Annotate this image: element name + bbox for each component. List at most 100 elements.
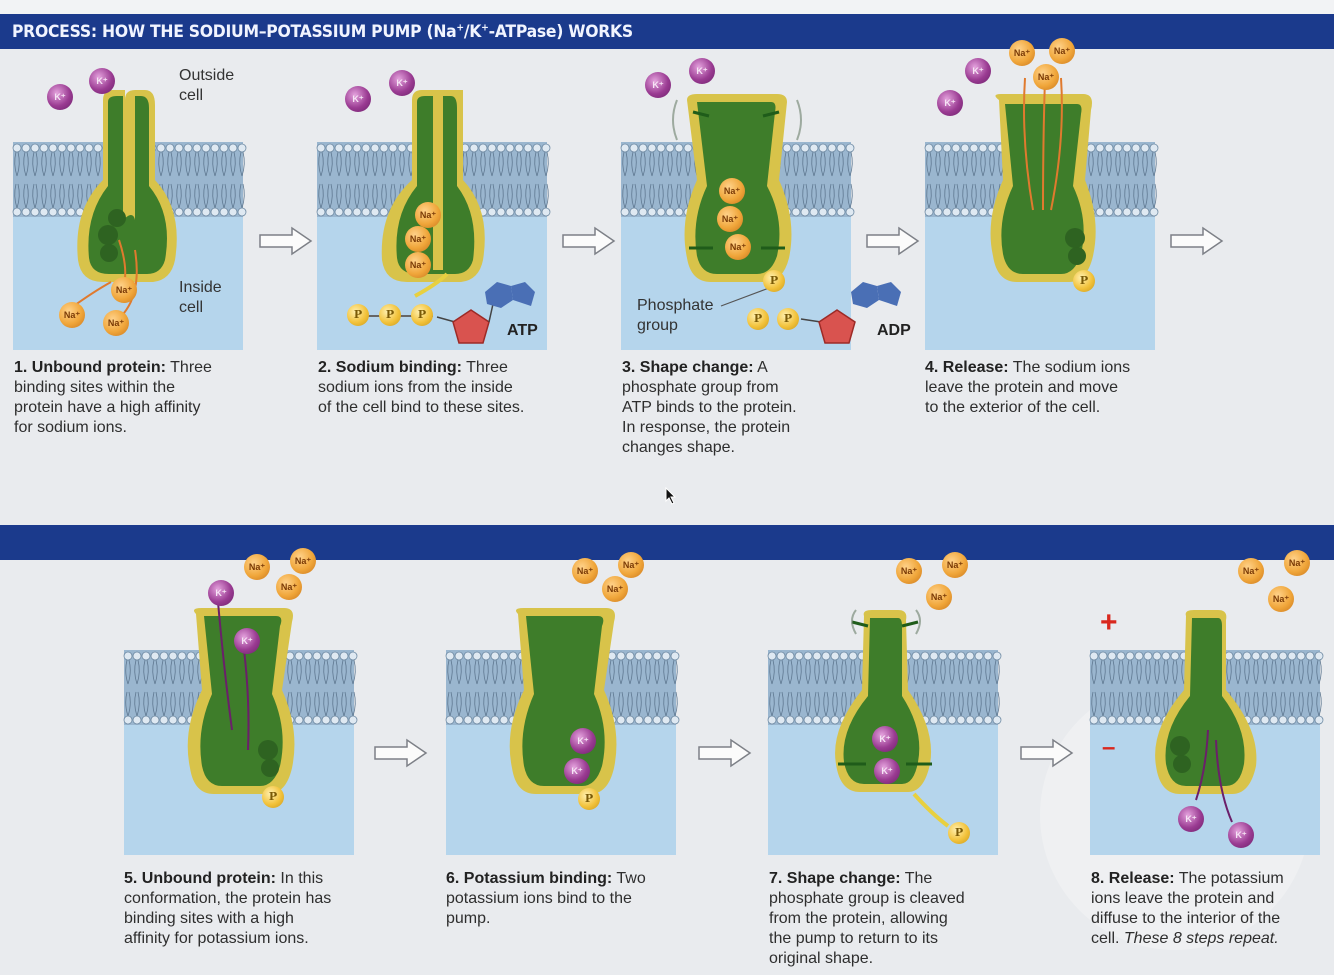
sodium-ion: Na⁺ — [1033, 64, 1059, 90]
sodium-ion: Na⁺ — [717, 206, 743, 232]
lipid-head — [960, 207, 970, 217]
step-arrow-icon — [866, 226, 920, 256]
lipid-head — [48, 207, 58, 217]
lipid-head — [929, 715, 939, 725]
lipid-head — [237, 207, 247, 217]
lipid-tail — [167, 151, 173, 209]
lipid-tail — [769, 659, 775, 717]
lipid-tail — [23, 151, 29, 209]
lipid-head — [1152, 715, 1162, 725]
step-1-illustration: Na⁺ Na⁺ Na⁺ K⁺ K⁺ Outside cell Inside ce… — [12, 60, 247, 350]
outside-label: Outside — [179, 67, 235, 84]
lipid-head — [321, 651, 331, 661]
lipid-head — [620, 143, 630, 153]
lipid-head — [625, 651, 635, 661]
lipid-head — [219, 207, 229, 217]
atp-label: ATP — [507, 322, 538, 339]
lipid-head — [785, 715, 795, 725]
lipid-head — [643, 651, 653, 661]
caption-line: cell. — [1091, 930, 1124, 947]
lipid-tail — [287, 659, 293, 717]
lipid-head — [66, 207, 76, 217]
lipid-tail — [1115, 151, 1121, 209]
lipid-head — [670, 715, 680, 725]
process-header-bar: PROCESS: HOW THE SODIUM–POTASSIUM PUMP (… — [0, 14, 1334, 49]
lipid-tail — [399, 151, 405, 209]
potassium-ion: K⁺ — [965, 58, 991, 84]
lipid-head — [316, 143, 326, 153]
step-3-membrane-svg — [620, 94, 855, 350]
lipid-head — [388, 143, 398, 153]
lipid-head — [969, 207, 979, 217]
sodium-ion: Na⁺ — [1238, 558, 1264, 584]
lipid-head — [974, 651, 984, 661]
lipid-head — [1086, 143, 1096, 153]
lipid-head — [174, 207, 184, 217]
lipid-tail — [823, 659, 829, 717]
lipid-head — [965, 651, 975, 661]
lipid-tail — [1289, 659, 1295, 717]
lipid-tail — [622, 151, 628, 209]
step-5-caption: 5. Unbound protein: In this conformation… — [124, 869, 331, 949]
lipid-head — [330, 715, 340, 725]
sodium-ion: Na⁺ — [59, 302, 85, 328]
lipid-tail — [230, 151, 236, 209]
lipid-tail — [465, 659, 471, 717]
lipid-head — [629, 143, 639, 153]
lipid-head — [445, 715, 455, 725]
lipid-tail — [802, 151, 808, 209]
step-6-membrane-svg — [445, 608, 680, 855]
lipid-tail — [1316, 659, 1322, 717]
lipid-tail — [976, 659, 982, 717]
lipid-tail — [525, 151, 531, 209]
step-6-caption: 6. Potassium binding: Two potassium ions… — [446, 869, 646, 929]
lipid-tail — [926, 151, 932, 209]
lipid-head — [532, 143, 542, 153]
lipid-tail — [510, 659, 516, 717]
lipid-head — [303, 651, 313, 661]
caption-line: original shape. — [769, 950, 874, 967]
lipid-head — [1140, 143, 1150, 153]
lipid-tail — [480, 151, 486, 209]
sodium-ion: Na⁺ — [111, 277, 137, 303]
lipid-head — [339, 715, 349, 725]
lipid-head — [1287, 651, 1297, 661]
lipid-tail — [498, 151, 504, 209]
lipid-head — [150, 651, 160, 661]
lipid-tail — [372, 151, 378, 209]
lipid-tail — [1280, 659, 1286, 717]
lipid-head — [656, 143, 666, 153]
lipid-head — [201, 143, 211, 153]
step-2-caption: 2. Sodium binding: Three sodium ions fro… — [318, 358, 524, 418]
lipid-tail — [640, 151, 646, 209]
lipid-tail — [778, 659, 784, 717]
lipid-head — [983, 715, 993, 725]
lipid-tail — [534, 151, 540, 209]
lipid-head — [1134, 715, 1144, 725]
lipid-head — [339, 651, 349, 661]
potassium-ion: K⁺ — [872, 726, 898, 752]
outside-cell-label: cell — [179, 87, 204, 104]
lipid-head — [1269, 715, 1279, 725]
lipid-head — [84, 143, 94, 153]
lipid-head — [487, 143, 497, 153]
lipid-head — [956, 651, 966, 661]
inside-cell-label: cell — [179, 299, 204, 316]
caption-line: protein have a high affinity — [14, 399, 201, 416]
lipid-head — [30, 207, 40, 217]
lipid-head — [1296, 715, 1306, 725]
caption-line: from the protein, allowing — [769, 910, 948, 927]
lipid-tail — [967, 659, 973, 717]
caption-line: potassium ions bind to the — [446, 890, 632, 907]
lipid-tail — [1151, 151, 1157, 209]
lipid-head — [1131, 207, 1141, 217]
lipid-head — [472, 651, 482, 661]
lipid-head — [463, 651, 473, 661]
lipid-tail — [787, 659, 793, 717]
phosphate-group-label: Phosphate — [637, 297, 714, 314]
lipid-tail — [1154, 659, 1160, 717]
lipid-head — [123, 651, 133, 661]
phosphate-ion: P — [411, 304, 433, 326]
lipid-tail — [980, 151, 986, 209]
lipid-head — [947, 651, 957, 661]
